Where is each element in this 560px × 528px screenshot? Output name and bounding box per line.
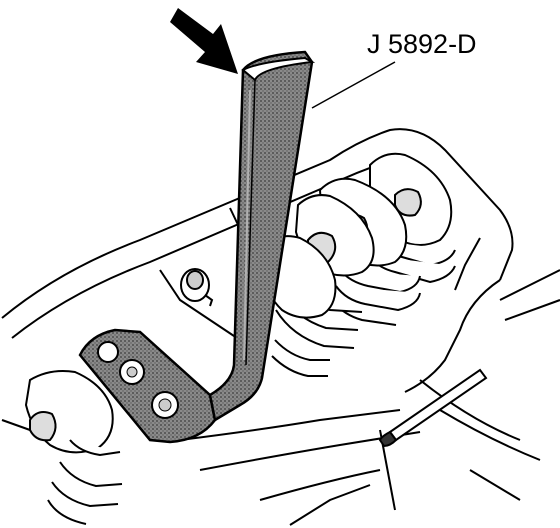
engine-block-lines [179,269,560,526]
tool-callout-label: J 5892-D [367,29,477,59]
arrow-down-right-icon [170,8,238,74]
tool-base-plate [78,328,217,444]
pushrod-rail [378,368,488,448]
rocker-arm-assemblies [24,152,456,525]
tool-lever [208,50,316,422]
center-stud [180,268,214,307]
callout-leader-line [311,61,396,109]
